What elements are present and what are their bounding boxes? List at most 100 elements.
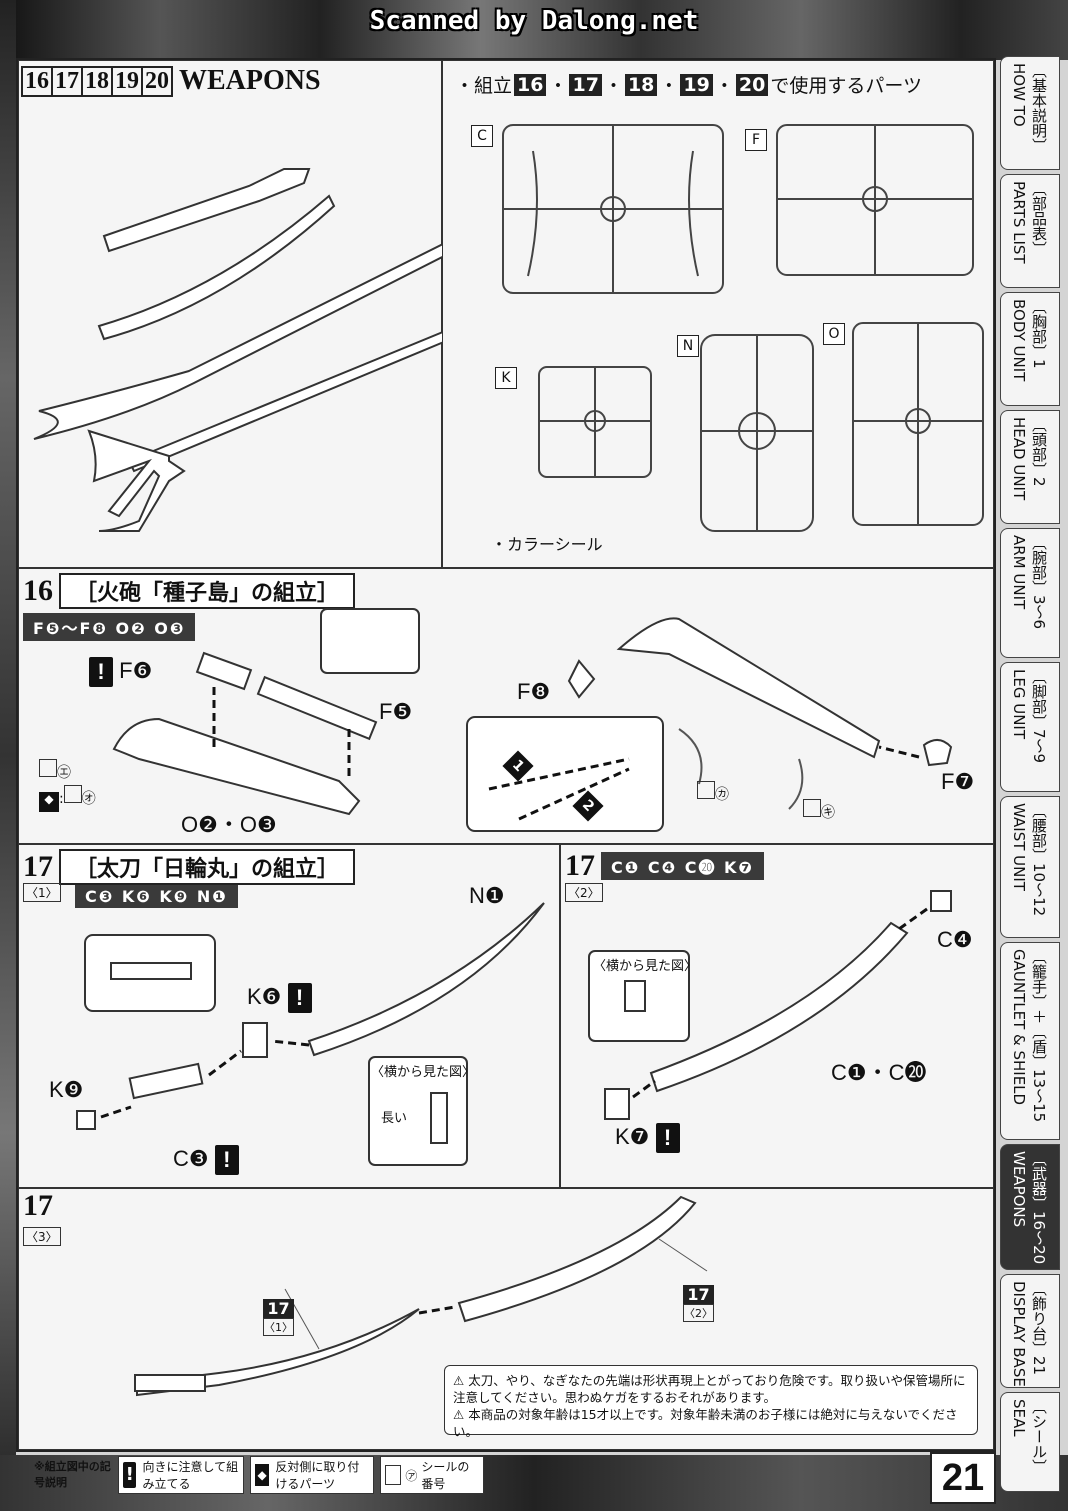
zoom-box-assembly [466,716,664,832]
tab-parts-list[interactable]: 〔部品表〕PARTS LIST [1000,174,1060,288]
step-box-20: 20 [143,65,173,97]
parts-step-17: 17 [569,73,602,96]
step-17-2-number: 17 [565,849,595,882]
parts-step-18: 18 [624,73,658,96]
exclamation-icon: ! [655,1123,680,1153]
seal-icon [39,759,57,777]
parts-sep-3: ・ [659,75,679,97]
legend-item-seal: ㋐ シールの番号 [380,1456,484,1494]
warning-triangle-icon: ⚠ [453,1407,465,1422]
step-17-2-side-view: 〈横から見た図〉 [593,959,698,974]
step-17-1-heading: 17 ［太刀「日輪丸」の組立］ [23,849,356,885]
page-number: 21 [930,1452,996,1504]
step-17-1-parts-bar: C❸ K❻ K❾ N❶ [75,885,238,908]
seal-o-marker: ◆:㋔ [39,785,96,812]
runners-illustration [502,124,984,532]
legend-flip-text: 反対側に取り付けるパーツ [275,1460,360,1491]
symbol-legend: ※組立図中の記号説明 ! 向きに注意して組み立てる ◆ 反対側に取り付けるパーツ… [16,1452,496,1498]
zoom-box-top [320,608,420,674]
parts-sep-4: ・ [714,75,734,97]
parts-step-19: 19 [680,73,713,96]
warning-triangle-icon: ⚠ [453,1373,465,1388]
step-17-1-title: ［太刀「日輪丸」の組立］ [59,849,356,885]
color-seal-label: ・カラーシール [491,535,603,554]
seal-icon [803,799,821,817]
step-17-2-panel: 17 C❶ C❹ C⓴ K❼ 〈2〉 C❹ C❶・C⓴ K❼ ! 〈横から見た図… [560,844,994,1188]
weapons-header: 16 17 18 19 20 WEAPONS [21,65,321,97]
step-16-panel: 16 ［火砲「種子島」の組立］ F❺〜F❽ O❷ O❸ [18,568,994,844]
legend-caution-text: 向きに注意して組み立てる [142,1460,239,1491]
step-17-3-number: 17 [23,1189,53,1222]
step-17-3-diagram [134,1195,708,1397]
part-k6-drawing [242,1022,268,1058]
scabbard-drawing [97,194,336,341]
step-17-1-diagram [76,902,545,1166]
weapons-overview-panel: 16 17 18 19 20 WEAPONS [18,60,443,568]
gun-barrel-drawing [112,717,361,816]
parts-used-prefix: ・組立 [455,75,513,97]
step-16-label-f6: ! F❻ [89,657,152,687]
part-c4-drawing [930,890,952,912]
seal-ka-marker: ㋕ [697,781,729,804]
parts-sep-2: ・ [603,75,623,97]
matchlock-gun-drawing [102,168,311,253]
legend-item-caution: ! 向きに注意して組み立てる [118,1456,244,1494]
tab-seal[interactable]: 〔シール〕SEAL [1000,1392,1060,1492]
step-17-2-diagram [588,890,952,1120]
step-17-1-panel: 17 ［太刀「日輪丸」の組立］ 〈1〉 C❸ K❻ K❾ N❶ N❶ K [18,844,560,1188]
parts-sep-1: ・ [548,75,568,97]
step-box-16: 16 [21,65,53,97]
scabbard-c1c20-drawing [649,921,909,1093]
step-16-label-f5: F❺ [379,699,413,724]
runner-label-o: O [823,323,845,345]
part-f5-drawing [256,675,378,741]
part-f8-drawing [567,659,596,699]
step-16-label-f8: F❽ [517,679,551,704]
step-17-1-side-view: 〈横から見た図〉 [371,1065,476,1080]
tab-how-to[interactable]: 〔基本説明〕HOW TO [1000,56,1060,170]
warning-1: ⚠ 太刀、やり、なぎなたの先端は形状再現上とがっており危険です。取り扱いや保管場… [453,1373,966,1405]
legend-title: ※組立図中の記号説明 [34,1460,111,1489]
step-16-title: ［火砲「種子島」の組立］ [59,573,356,609]
parts-used-suffix: で使用するパーツ [770,75,922,97]
seal-ki-marker: ㋖ [803,799,835,822]
step-17-1-number: 17 [23,850,53,883]
flip-icon: ◆ [255,1464,270,1486]
ref2-number: 17 [683,1285,714,1304]
part-k9-drawing [76,1110,96,1130]
seal-e-marker: ㋓ [39,759,71,782]
flip-icon: ◆ [39,792,59,812]
step-17-1-sub: 〈1〉 [23,883,61,902]
decorative-left-border [0,0,16,1511]
step-box-18: 18 [83,65,113,97]
ref1-sub: 〈1〉 [263,1318,294,1336]
parts-used-heading: ・組立 16 ・ 17 ・ 18 ・ 19 ・ 20 で使用するパーツ [455,71,922,98]
exclamation-icon: ! [287,983,312,1013]
weapons-illustration [33,168,443,532]
step-17-2-heading: 17 C❶ C❹ C⓴ K❼ [565,849,764,883]
legend-seal-text: シールの番号 [421,1460,470,1491]
seal-icon [63,785,82,803]
part-k7-drawing [604,1088,630,1120]
step-17-1-label-k9: K❾ [49,1077,84,1102]
parts-used-panel: ・組立 16 ・ 17 ・ 18 ・ 19 ・ 20 で使用するパーツ C F … [442,60,994,568]
step-17-2-parts-bar: C❶ C❹ C⓴ K❼ [601,852,764,880]
handle-c3-drawing [128,1062,204,1100]
step-17-2-label-c4: C❹ [937,927,973,952]
runner-label-n: N [677,335,699,357]
step-17-2-label-c1c20: C❶・C⓴ [831,1060,927,1085]
blade-n1-drawing [307,902,545,1057]
step-17-2-sub: 〈2〉 [565,883,603,902]
exclamation-icon: ! [214,1145,239,1175]
runner-label-f: F [745,129,767,151]
runner-label-c: C [471,125,493,147]
step-box-17: 17 [53,65,83,97]
